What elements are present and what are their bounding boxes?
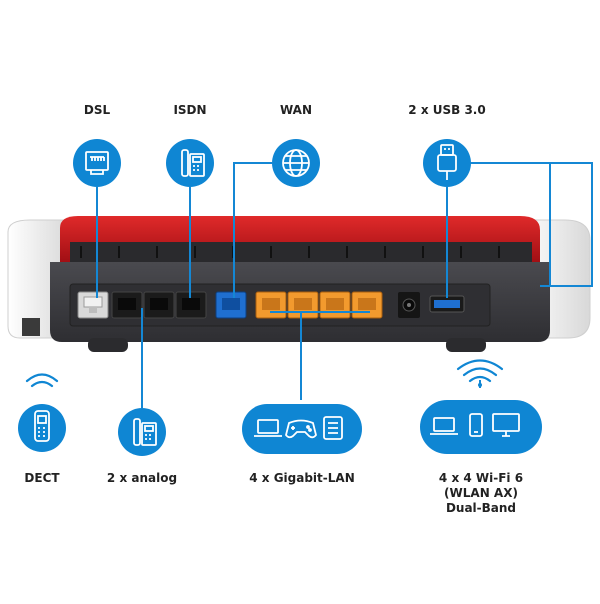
- label-lan: 4 x Gigabit-LAN: [249, 471, 355, 485]
- wifi-signal-icon: [456, 359, 504, 387]
- black-port-3: [175, 291, 207, 319]
- black-port-1: [111, 291, 143, 319]
- black-port-2: [143, 291, 175, 319]
- phone-icon: [181, 149, 205, 177]
- dect-circle: [18, 373, 66, 452]
- router-foot-right: [446, 338, 486, 352]
- label-dsl: DSL: [83, 103, 111, 117]
- usb-icon: [437, 144, 457, 180]
- label-usb: 2 x USB 3.0: [408, 103, 486, 117]
- router: [7, 216, 591, 352]
- usb-port: [429, 295, 465, 313]
- lan-port-1: [255, 291, 287, 319]
- lan-port-2: [287, 291, 319, 319]
- globe-icon: [282, 149, 310, 177]
- lan-pill: [242, 404, 362, 454]
- wifi-devices-icon: [430, 413, 520, 437]
- dect-signal-icon: [25, 373, 59, 388]
- lan-port-3: [319, 291, 351, 319]
- dsl-port: [77, 291, 109, 319]
- label-isdn: ISDN: [173, 103, 207, 117]
- label-wan: WAN: [279, 103, 313, 117]
- router-foot-left: [88, 338, 128, 352]
- wifi-pill: [420, 359, 542, 454]
- wan-port: [215, 291, 247, 319]
- dect-phone-icon: [34, 410, 50, 442]
- router-vents: [70, 242, 532, 262]
- wan-circle: [272, 139, 320, 187]
- lan-port-4: [351, 291, 383, 319]
- lan-devices-icon: [254, 416, 343, 440]
- power-jack: [398, 292, 420, 318]
- label-wifi: 4 x 4 Wi-Fi 6 (WLAN AX) Dual-Band: [438, 471, 524, 515]
- dsl-circle: [73, 139, 121, 187]
- label-analog: 2 x analog: [106, 471, 178, 485]
- analog-circle: [118, 408, 166, 456]
- label-dect: DECT: [24, 471, 60, 485]
- ethernet-port-icon: [85, 151, 109, 175]
- usb-circle: [423, 139, 471, 187]
- phone-icon: [133, 418, 157, 446]
- isdn-circle: [166, 139, 214, 187]
